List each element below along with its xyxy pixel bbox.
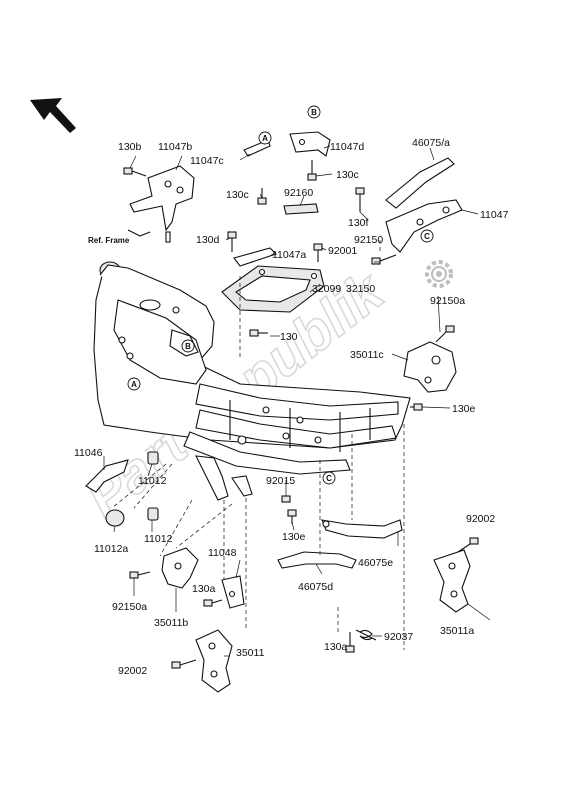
label-46075e: 46075e xyxy=(358,557,393,569)
label-32150: 32150 xyxy=(346,283,375,295)
svg-text:B: B xyxy=(185,342,191,351)
label-92015: 92015 xyxy=(266,475,295,487)
label-92037: 92037 xyxy=(384,631,413,643)
bolt-130a-right[interactable] xyxy=(345,632,355,653)
svg-text:C: C xyxy=(326,474,332,483)
bolt-130d[interactable] xyxy=(227,231,237,252)
callout-c-top: C xyxy=(420,229,434,243)
label-92001: 92001 xyxy=(328,245,357,257)
label-11046: 11046 xyxy=(74,447,103,459)
label-130d: 130d xyxy=(196,234,220,246)
part-11047d-bracket[interactable] xyxy=(289,131,331,157)
label-130e-right: 130e xyxy=(452,403,476,415)
part-35011-bracket[interactable] xyxy=(195,629,233,693)
label-130: 130 xyxy=(280,331,298,343)
label-92150a-lower: 92150a xyxy=(112,601,147,613)
part-11048-bracket[interactable] xyxy=(221,575,245,609)
label-11012a: 11012a xyxy=(94,543,128,555)
bolt-92001[interactable] xyxy=(313,243,323,262)
label-11047a: 11047a xyxy=(272,249,306,261)
part-46075d-handle[interactable] xyxy=(277,551,357,569)
callout-a-frame: A xyxy=(127,377,141,391)
label-92002-bottom: 92002 xyxy=(118,665,147,677)
part-32099-tray[interactable] xyxy=(221,265,325,313)
label-130a-right: 130a xyxy=(324,641,348,653)
label-130e-lower: 130e xyxy=(282,531,306,543)
label-11012-upper: 11012 xyxy=(138,475,167,487)
bolt-130e-lower[interactable] xyxy=(287,509,297,524)
label-35011c: 35011c xyxy=(350,349,384,361)
label-11047b: 11047b xyxy=(158,141,192,153)
bolt-130f[interactable] xyxy=(355,187,365,212)
svg-text:A: A xyxy=(262,134,268,143)
label-11048: 11048 xyxy=(208,547,237,559)
label-11047: 11047 xyxy=(480,209,509,221)
callout-a-top: A xyxy=(258,131,272,145)
part-92160-pad[interactable] xyxy=(283,203,319,215)
label-11012-lower: 11012 xyxy=(144,533,173,545)
bolt-92150[interactable] xyxy=(371,254,397,265)
part-11046-bracket[interactable] xyxy=(85,459,129,493)
front-arrow-icon xyxy=(30,98,76,133)
label-130b: 130b xyxy=(118,141,142,153)
label-11047d: 11047d xyxy=(330,141,364,153)
callout-b-top: B xyxy=(307,105,321,119)
part-35011a-bracket[interactable] xyxy=(433,549,471,613)
leader-lines xyxy=(103,145,491,657)
bolt-92150a-upper[interactable] xyxy=(435,325,455,343)
part-11012-rubber-upper[interactable] xyxy=(147,451,159,465)
label-92150a-upper: 92150a xyxy=(430,295,465,307)
part-35011c-bracket[interactable] xyxy=(403,341,457,393)
part-11047b-bracket[interactable] xyxy=(129,165,195,243)
bolt-92002-right[interactable] xyxy=(457,537,479,553)
svg-text:A: A xyxy=(131,380,137,389)
bolt-130b[interactable] xyxy=(123,167,147,177)
part-11047-bracket[interactable] xyxy=(385,199,463,253)
label-35011b: 35011b xyxy=(154,617,188,629)
main-frame xyxy=(93,229,411,501)
part-11047a-bracket[interactable] xyxy=(233,247,278,267)
label-92150: 92150 xyxy=(354,234,383,246)
nut-92015[interactable] xyxy=(281,495,291,503)
dashed-alignment-lines xyxy=(111,240,405,650)
callout-c-frame: C xyxy=(322,471,336,485)
label-35011: 35011 xyxy=(236,647,265,659)
bolt-130a-left[interactable] xyxy=(203,599,223,607)
callout-b-frame: B xyxy=(181,339,195,353)
label-92002-right: 92002 xyxy=(466,513,495,525)
label-92160: 92160 xyxy=(284,187,313,199)
label-32099: 32099 xyxy=(312,283,341,295)
part-92037-spring[interactable] xyxy=(355,629,377,641)
part-labels: 130b 11047b 11047c 130c 11047d 130c 4607… xyxy=(74,137,509,677)
label-130f: 130f xyxy=(348,217,369,229)
label-11047c: 11047c xyxy=(190,155,224,167)
part-35011b-bracket[interactable] xyxy=(161,547,199,589)
bolt-130c-left[interactable] xyxy=(257,188,267,205)
label-130a-left: 130a xyxy=(192,583,216,595)
svg-text:B: B xyxy=(311,108,317,117)
gear-icon xyxy=(425,260,453,288)
bolt-130e-right[interactable] xyxy=(410,403,423,411)
bolt-130[interactable] xyxy=(249,329,268,337)
label-ref-frame: Ref. Frame xyxy=(88,236,130,245)
svg-text:C: C xyxy=(424,232,430,241)
label-130c-right: 130c xyxy=(336,169,359,181)
part-46075a-handle[interactable] xyxy=(385,157,455,209)
label-46075a: 46075/a xyxy=(412,137,450,149)
bolt-92150a-lower[interactable] xyxy=(129,571,151,579)
part-11012a-rubber[interactable] xyxy=(105,509,125,527)
label-46075d: 46075d xyxy=(298,581,333,593)
bolt-130c-right[interactable] xyxy=(307,160,317,181)
label-130c-left: 130c xyxy=(226,189,249,201)
part-46075e-handle[interactable] xyxy=(321,519,403,539)
part-11012-rubber-lower[interactable] xyxy=(147,507,159,521)
bolt-92002-bottom[interactable] xyxy=(171,659,197,669)
label-35011a: 35011a xyxy=(440,625,474,637)
